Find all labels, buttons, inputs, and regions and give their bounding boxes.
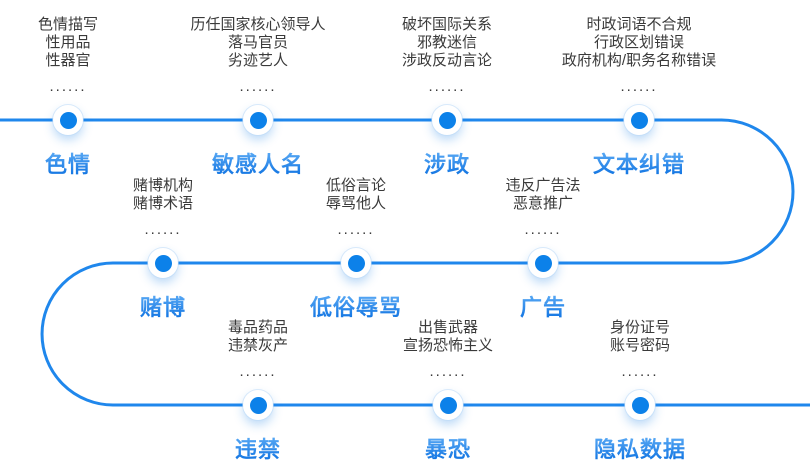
node-vulgar-abuse-examples: 低俗言论 辱骂他人 ......	[326, 177, 386, 239]
ellipsis: ......	[621, 363, 659, 380]
node-gambling-examples: 赌博机构 赌博术语 ......	[133, 177, 193, 239]
ellipsis: ......	[144, 221, 182, 238]
ellipsis: ......	[620, 78, 658, 95]
example-item: 邪教迷信	[416, 34, 478, 51]
node-text-correction-examples: 时政词语不合规 行政区划错误 政府机构/职务名称错误 ......	[562, 16, 716, 96]
node-label: 广告	[520, 290, 566, 322]
ellipsis: ......	[239, 363, 277, 380]
node-label: 敏感人名	[212, 147, 304, 179]
example-item: 赌博机构	[132, 177, 194, 194]
node-sensitive-names-examples: 历任国家核心领导人 落马官员 劣迹艺人 ......	[190, 16, 325, 96]
example-item: 性用品	[45, 34, 91, 51]
node-privacy-data-examples: 身份证号 账号密码 ......	[610, 319, 670, 381]
timeline-dot	[341, 248, 371, 278]
example-item: 违反广告法	[505, 177, 581, 194]
example-item: 违禁灰产	[227, 337, 289, 354]
example-item: 时政词语不合规	[586, 16, 692, 33]
dot-inner	[154, 254, 172, 272]
example-item: 性器官	[45, 52, 91, 69]
node-label: 赌博	[140, 290, 186, 322]
example-item: 破坏国际关系	[401, 16, 493, 33]
example-item: 宣扬恐怖主义	[402, 337, 494, 354]
dot-inner	[630, 111, 648, 129]
ellipsis: ......	[524, 221, 562, 238]
example-item: 政府机构/职务名称错误	[561, 52, 717, 69]
example-item: 涉政反动言论	[401, 52, 493, 69]
node-label: 低俗辱骂	[310, 290, 402, 322]
ellipsis: ......	[428, 78, 466, 95]
example-item: 毒品药品	[227, 319, 289, 336]
ellipsis: ......	[429, 363, 467, 380]
dot-inner	[438, 111, 456, 129]
timeline-dot	[528, 248, 558, 278]
dot-inner	[439, 396, 457, 414]
node-label: 暴恐	[425, 432, 471, 464]
example-item: 账号密码	[609, 337, 671, 354]
node-label: 违禁	[235, 432, 281, 464]
timeline-dot	[148, 248, 178, 278]
node-label: 色情	[45, 147, 91, 179]
node-contraband-examples: 毒品药品 违禁灰产 ......	[228, 319, 288, 381]
example-item: 赌博术语	[132, 195, 194, 212]
timeline-path	[0, 118, 810, 407]
example-item: 劣迹艺人	[227, 52, 289, 69]
example-item: 低俗言论	[325, 177, 387, 194]
node-porn-examples: 色情描写 性用品 性器官 ......	[38, 16, 98, 96]
node-label: 涉政	[424, 147, 470, 179]
dot-inner	[347, 254, 365, 272]
dot-inner	[59, 111, 77, 129]
example-item: 落马官员	[227, 34, 289, 51]
example-item: 出售武器	[417, 319, 479, 336]
timeline-dot	[433, 390, 463, 420]
dot-inner	[249, 396, 267, 414]
node-label: 文本纠错	[593, 147, 685, 179]
example-item: 行政区划错误	[593, 34, 685, 51]
timeline-dot	[624, 105, 654, 135]
ellipsis: ......	[239, 78, 277, 95]
node-terrorism-examples: 出售武器 宣扬恐怖主义 ......	[403, 319, 493, 381]
node-ads-examples: 违反广告法 恶意推广 ......	[505, 177, 580, 239]
example-item: 色情描写	[37, 16, 99, 33]
timeline-dot	[625, 390, 655, 420]
node-politics-examples: 破坏国际关系 邪教迷信 涉政反动言论 ......	[402, 16, 492, 96]
dot-inner	[534, 254, 552, 272]
ellipsis: ......	[49, 78, 87, 95]
dot-inner	[249, 111, 267, 129]
timeline-dot	[243, 390, 273, 420]
dot-inner	[631, 396, 649, 414]
example-item: 恶意推广	[512, 195, 574, 212]
timeline-dot	[53, 105, 83, 135]
ellipsis: ......	[337, 221, 375, 238]
timeline-dot	[243, 105, 273, 135]
node-label: 隐私数据	[594, 432, 686, 464]
example-item: 身份证号	[609, 319, 671, 336]
timeline-dot	[432, 105, 462, 135]
example-item: 历任国家核心领导人	[190, 16, 326, 33]
example-item: 辱骂他人	[325, 195, 387, 212]
